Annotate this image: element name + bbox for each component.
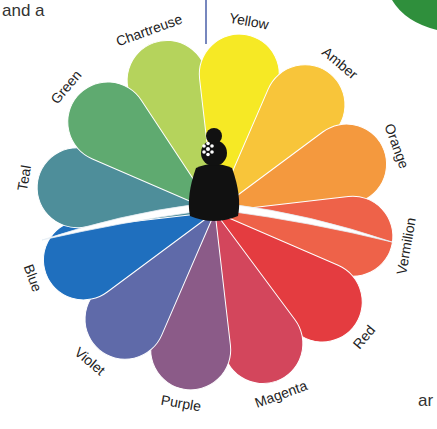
color-label: Purple	[160, 393, 202, 414]
text-fragment: and a	[2, 2, 45, 19]
figure-silhouette	[42, 128, 392, 242]
color-label: Blue	[21, 263, 44, 294]
color-label: Yellow	[228, 11, 270, 32]
color-label: Vermilion	[394, 216, 418, 275]
leader-line	[205, 0, 207, 44]
text-fragment: ar	[418, 392, 433, 409]
green-shape	[392, 0, 437, 30]
color-label: Teal	[15, 164, 33, 192]
color-label: Orange	[383, 121, 412, 170]
